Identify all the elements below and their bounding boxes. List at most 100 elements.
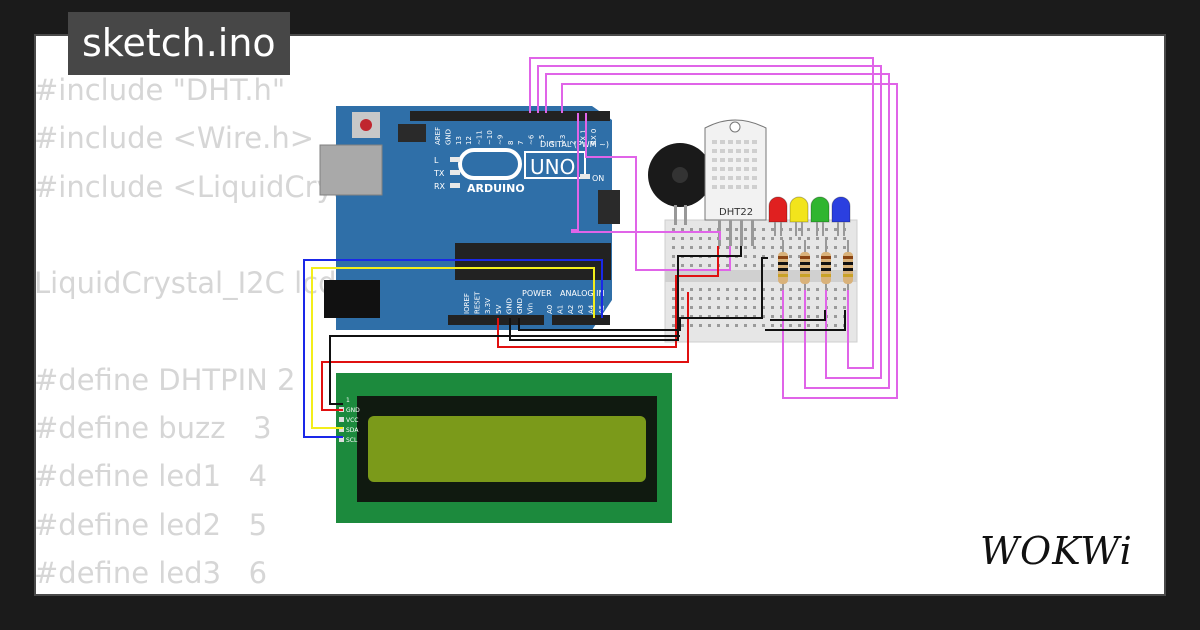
pin-label: A4	[588, 304, 596, 314]
breadboard-hole	[789, 228, 792, 231]
breadboard-hole	[744, 228, 747, 231]
breadboard-hole	[771, 255, 774, 258]
breadboard-hole	[717, 297, 720, 300]
dht22-vent	[720, 149, 725, 153]
pin-label: 3.3V	[484, 298, 492, 314]
pin-label: IOREF	[463, 293, 471, 314]
dht22-vent	[736, 149, 741, 153]
breadboard-hole	[708, 315, 711, 318]
resistor-band	[778, 268, 788, 271]
dht22-vent	[752, 176, 757, 180]
breadboard-hole	[798, 324, 801, 327]
dht22-vent	[752, 185, 757, 189]
breadboard-hole	[753, 315, 756, 318]
breadboard-hole	[780, 288, 783, 291]
uno-label: UNO	[530, 155, 575, 179]
dht22-vent	[752, 167, 757, 171]
dht22-vent	[736, 176, 741, 180]
dht22-vent	[728, 140, 733, 144]
breadboard-hole	[699, 246, 702, 249]
breadboard-hole	[699, 264, 702, 267]
lcd-pin-label: SDA	[346, 427, 359, 434]
breadboard-hole	[780, 246, 783, 249]
breadboard-hole	[726, 228, 729, 231]
lcd-pin	[339, 417, 344, 422]
resistor-band	[843, 262, 853, 265]
breadboard-hole	[762, 288, 765, 291]
wire-d6	[537, 65, 882, 379]
wire-led-gnd	[765, 310, 846, 331]
code-line: #define led2 5	[34, 507, 268, 542]
pin-label: A0	[546, 305, 554, 314]
breadboard-hole	[843, 288, 846, 291]
breadboard-hole	[690, 297, 693, 300]
breadboard-hole	[690, 306, 693, 309]
breadboard-hole	[807, 324, 810, 327]
wire-5v	[497, 246, 719, 348]
pin-label: RX 0	[590, 129, 598, 145]
breadboard-hole	[834, 228, 837, 231]
breadboard-hole	[744, 264, 747, 267]
wire-lcd-gnd	[329, 335, 680, 405]
pin-label: 13	[455, 136, 463, 145]
breadboard-hole	[789, 315, 792, 318]
led-leg	[816, 222, 818, 236]
breadboard-hole	[735, 228, 738, 231]
analog-label: ANALOG IN	[560, 289, 605, 298]
breadboard-hole	[726, 264, 729, 267]
led-leg	[822, 222, 824, 236]
breadboard-hole	[753, 297, 756, 300]
breadboard-hole	[789, 306, 792, 309]
breadboard-hole	[744, 288, 747, 291]
breadboard-hole	[771, 237, 774, 240]
dht22-vent	[744, 176, 749, 180]
dht22-vent	[728, 167, 733, 171]
breadboard-hole	[690, 264, 693, 267]
breadboard-hole	[753, 237, 756, 240]
breadboard-hole	[762, 324, 765, 327]
wire-buzzer	[571, 113, 721, 240]
breadboard-hole	[798, 237, 801, 240]
breadboard-hole	[807, 246, 810, 249]
dht22-vent	[744, 158, 749, 162]
arduino-brand: ARDUINO	[467, 182, 525, 195]
breadboard-hole	[699, 324, 702, 327]
breadboard-hole	[753, 246, 756, 249]
breadboard-hole	[798, 288, 801, 291]
power-header	[448, 315, 544, 325]
breadboard-hole	[672, 237, 675, 240]
resistor-band	[778, 274, 788, 277]
breadboard-hole	[789, 324, 792, 327]
dht22-vents	[712, 140, 757, 189]
led-group	[768, 196, 851, 236]
reset-button[interactable]	[360, 119, 372, 131]
breadboard-hole	[762, 297, 765, 300]
lcd-pin	[339, 427, 344, 432]
breadboard-hole	[708, 228, 711, 231]
breadboard-hole	[672, 306, 675, 309]
breadboard-hole	[708, 288, 711, 291]
pin-label: 7	[517, 141, 525, 145]
dht22-vent	[744, 140, 749, 144]
breadboard-hole	[699, 306, 702, 309]
dht22-leg	[751, 220, 754, 246]
led	[810, 196, 830, 223]
breadboard-hole	[681, 264, 684, 267]
breadboard-hole	[735, 297, 738, 300]
breadboard-hole	[735, 315, 738, 318]
breadboard-hole	[807, 237, 810, 240]
breadboard-hole	[816, 264, 819, 267]
breadboard-hole	[672, 297, 675, 300]
dht22-vent	[752, 149, 757, 153]
breadboard-hole	[681, 306, 684, 309]
led-leg	[774, 222, 776, 236]
breadboard-hole	[789, 288, 792, 291]
wire-led-gnd-2	[770, 310, 826, 321]
breadboard-hole	[762, 237, 765, 240]
dht22-label: DHT22	[719, 207, 753, 218]
dht22-vent	[752, 158, 757, 162]
lcd-pin-label: GND	[346, 407, 360, 414]
dht22-vent	[752, 140, 757, 144]
led	[831, 196, 851, 223]
